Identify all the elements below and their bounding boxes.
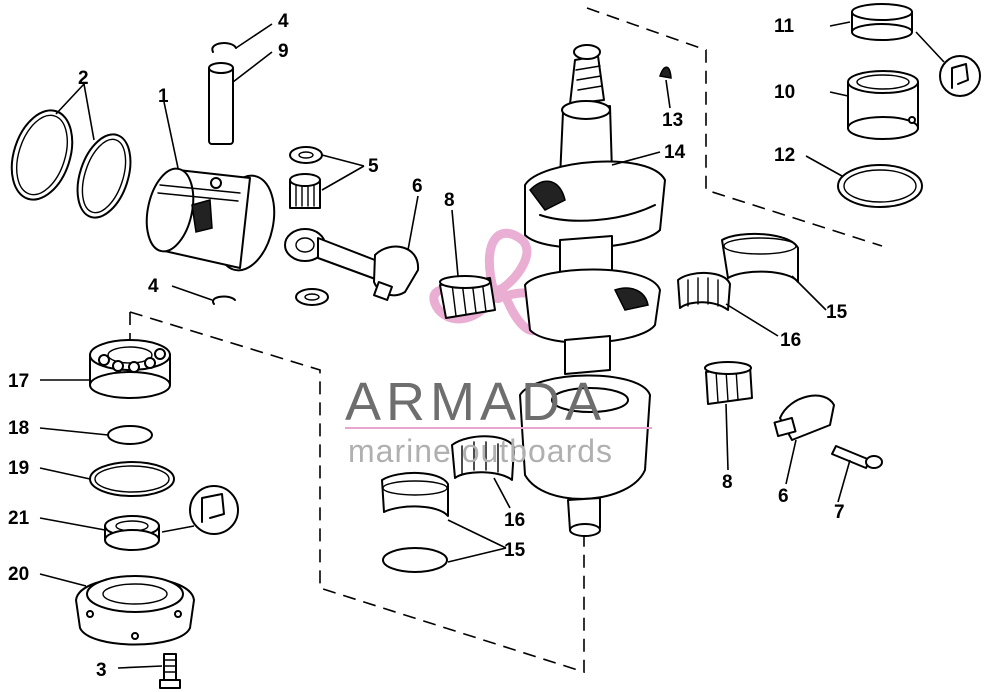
label-part-12: 12 xyxy=(774,145,795,166)
wrist-pin[interactable] xyxy=(208,62,234,145)
label-part-9: 9 xyxy=(278,41,289,62)
label-part-10: 10 xyxy=(774,82,795,103)
piston-rings[interactable] xyxy=(1,103,140,225)
label-part-15-right: 15 xyxy=(826,302,848,323)
label-part-8-lower: 8 xyxy=(722,472,733,493)
label-part-16-right: 16 xyxy=(780,330,801,351)
lower-group-boundary xyxy=(129,311,585,674)
needle-bearing-cage-upper[interactable] xyxy=(439,275,496,319)
label-part-18: 18 xyxy=(8,418,29,439)
lower-bearing-housing[interactable] xyxy=(75,575,195,646)
connecting-rod[interactable] xyxy=(284,228,420,301)
piston[interactable] xyxy=(140,164,283,275)
label-part-16-lower: 16 xyxy=(504,510,525,531)
label-part-6-lower: 6 xyxy=(778,486,789,507)
housing-screw[interactable] xyxy=(159,653,181,689)
o-ring[interactable] xyxy=(89,461,175,497)
detail-callout-upper xyxy=(915,31,981,97)
needle-bearing-half-lower[interactable] xyxy=(451,435,515,481)
label-part-19: 19 xyxy=(8,458,29,479)
label-part-15-lower: 15 xyxy=(504,540,526,561)
label-part-13: 13 xyxy=(662,110,683,131)
retaining-ring-large[interactable] xyxy=(837,164,923,208)
roller-bearing[interactable] xyxy=(847,70,919,140)
label-part-17: 17 xyxy=(8,371,29,392)
retaining-ring-upper[interactable] xyxy=(211,42,237,53)
ball-bearing[interactable] xyxy=(89,339,171,399)
label-part-8-upper: 8 xyxy=(444,190,455,211)
label-part-2: 2 xyxy=(78,68,89,89)
retaining-ring-lower[interactable] xyxy=(211,295,236,305)
bearing-race-half-lower[interactable] xyxy=(381,471,449,517)
detail-callout-lower xyxy=(161,485,239,535)
label-part-5: 5 xyxy=(368,156,379,177)
label-part-14: 14 xyxy=(664,142,686,163)
retaining-ring-small[interactable] xyxy=(107,425,153,445)
label-part-1: 1 xyxy=(158,86,169,107)
needle-bearing-and-washers[interactable] xyxy=(289,146,329,306)
woodruff-key[interactable] xyxy=(659,66,672,79)
needle-bearing-half-right[interactable] xyxy=(677,271,731,311)
label-part-21: 21 xyxy=(8,508,30,529)
label-part-11: 11 xyxy=(774,16,795,37)
rod-cap[interactable] xyxy=(773,394,835,441)
label-part-6-upper: 6 xyxy=(412,176,423,197)
watermark-brand: ARMADA xyxy=(345,372,606,432)
bearing-race-half-upper[interactable] xyxy=(721,232,799,283)
needle-bearing-cage-lower[interactable] xyxy=(704,361,753,405)
rod-cap-screw[interactable] xyxy=(831,445,883,469)
oil-seal[interactable] xyxy=(104,515,160,551)
label-part-3: 3 xyxy=(96,660,107,681)
watermark-tagline: marine outboards xyxy=(348,433,613,469)
crankshaft[interactable] xyxy=(519,44,666,537)
label-part-20: 20 xyxy=(8,564,29,585)
seal-ring[interactable] xyxy=(851,3,913,41)
label-part-4-lower: 4 xyxy=(148,276,159,297)
leader-lines xyxy=(39,21,851,669)
label-part-4-upper: 4 xyxy=(278,11,289,32)
bearing-group-boundary xyxy=(586,7,883,247)
retaining-ring-center[interactable] xyxy=(382,547,448,573)
label-part-7: 7 xyxy=(834,502,845,523)
